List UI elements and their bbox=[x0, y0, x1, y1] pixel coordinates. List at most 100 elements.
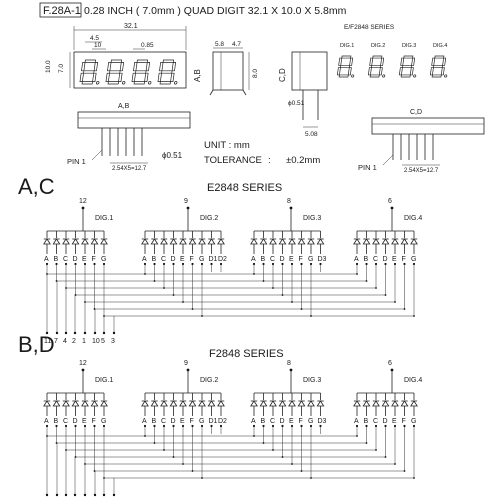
led-diode bbox=[250, 238, 258, 245]
led-diode bbox=[353, 238, 361, 245]
led-diode bbox=[353, 400, 361, 407]
segment-label: G bbox=[101, 256, 106, 263]
tolerance-colon: : bbox=[268, 155, 271, 166]
led-diode bbox=[269, 238, 277, 245]
series-digit bbox=[336, 55, 355, 78]
side-label-cd: C,D bbox=[278, 68, 287, 82]
dim-digit-height: 7.0 bbox=[58, 64, 65, 73]
segment-label: G bbox=[308, 256, 313, 263]
led-diode bbox=[179, 400, 187, 407]
segment-label: D2 bbox=[218, 418, 227, 425]
segment-label: B bbox=[54, 418, 59, 425]
segment-label: A bbox=[44, 418, 49, 425]
led-diode bbox=[169, 400, 178, 407]
digit-label: DIG.1 bbox=[95, 377, 113, 384]
part-code-box bbox=[39, 2, 82, 18]
led-diode bbox=[278, 238, 287, 245]
led-diode bbox=[160, 400, 168, 407]
led-diode bbox=[198, 238, 206, 245]
led-diode bbox=[307, 238, 315, 245]
led-diode bbox=[410, 400, 418, 407]
led-diode bbox=[259, 238, 268, 245]
segment-label: F bbox=[402, 256, 406, 263]
led-diode bbox=[372, 400, 380, 407]
digit-label: DIG.2 bbox=[200, 377, 218, 384]
segment-label: E bbox=[82, 418, 87, 425]
segment-label: A bbox=[251, 256, 256, 263]
dim-width: 32.1 bbox=[124, 23, 138, 30]
led-diode bbox=[71, 400, 80, 407]
side-depth: 5.8 bbox=[215, 41, 224, 48]
side-label-ab: A,B bbox=[193, 69, 202, 82]
segment-label: G bbox=[199, 256, 204, 263]
led-diode bbox=[207, 238, 216, 245]
led-diode bbox=[362, 238, 371, 245]
schematic-variant-ac: A,C bbox=[18, 174, 55, 199]
segment-label: C bbox=[373, 256, 378, 263]
segment-label: D bbox=[171, 418, 176, 425]
led-diode bbox=[259, 400, 268, 407]
pitch-label-cd: 2.54X5=12.7 bbox=[404, 168, 439, 174]
common-pin-label: 8 bbox=[287, 198, 291, 205]
schematic-bd: B,D F2848 SERIES 12DIG.19DIG.28DIG.36DIG… bbox=[18, 332, 422, 497]
pin-dia-small: ϕ0.51 bbox=[288, 100, 305, 107]
led-diode bbox=[316, 400, 325, 407]
segment-label: E bbox=[180, 418, 185, 425]
side-pin: 4.7 bbox=[232, 41, 241, 48]
led-diode bbox=[391, 238, 399, 245]
segment-label: A bbox=[251, 418, 256, 425]
bottom-pin-label: 7 bbox=[54, 338, 58, 345]
led-diode bbox=[278, 400, 287, 407]
series-label: E/F2848 SERIES bbox=[344, 24, 395, 31]
digit-label: DIG.3 bbox=[303, 377, 321, 384]
segment-label: E bbox=[82, 256, 87, 263]
segment-label: G bbox=[411, 256, 416, 263]
digit-label: DIG.1 bbox=[95, 215, 113, 222]
segment-label: D3 bbox=[318, 418, 327, 425]
led-diode bbox=[71, 238, 80, 245]
front-digit bbox=[131, 59, 152, 85]
led-diode bbox=[62, 238, 70, 245]
tolerance-value: ±0.2mm bbox=[286, 155, 320, 166]
front-digit bbox=[79, 59, 100, 85]
led-diode bbox=[141, 400, 149, 407]
segment-label: D3 bbox=[318, 256, 327, 263]
schematic-ac: A,C E2848 SERIES 12DIG.19DIG.28DIG.36DIG… bbox=[18, 174, 422, 345]
side-view-cd: C,D ϕ0.51 5.08 bbox=[278, 51, 328, 138]
segment-label: F bbox=[299, 418, 303, 425]
segment-label: B bbox=[261, 256, 266, 263]
common-pin-label: 12 bbox=[79, 198, 87, 205]
segment-label: B bbox=[54, 256, 59, 263]
segment-label: C bbox=[161, 418, 166, 425]
led-diode bbox=[90, 400, 99, 407]
bottom-pin-label: 10 bbox=[92, 338, 100, 345]
series-digit bbox=[398, 55, 417, 78]
led-diode bbox=[150, 400, 159, 407]
segment-label: D bbox=[280, 418, 285, 425]
led-diode bbox=[381, 238, 390, 245]
led-diode bbox=[288, 238, 296, 245]
bottom-pin-label: 5 bbox=[101, 338, 105, 345]
schematic-series-ac: E2848 SERIES bbox=[207, 182, 282, 194]
segment-label: B bbox=[152, 256, 157, 263]
led-diode bbox=[316, 238, 325, 245]
common-pin-label: 8 bbox=[287, 360, 291, 367]
segment-label: D bbox=[383, 256, 388, 263]
led-diode bbox=[188, 400, 197, 407]
segment-label: C bbox=[270, 256, 275, 263]
segment-label: D bbox=[73, 418, 78, 425]
led-diode bbox=[188, 238, 197, 245]
led-diode bbox=[307, 400, 315, 407]
segment-label: D bbox=[280, 256, 285, 263]
side-height: 8.0 bbox=[252, 69, 259, 78]
led-diode bbox=[217, 238, 225, 245]
part-description: 0.28 INCH ( 7.0mm ) QUAD DIGIT 32.1 X 10… bbox=[84, 5, 347, 17]
common-pin-label: 9 bbox=[184, 198, 188, 205]
unit-label: UNIT : mm bbox=[204, 140, 250, 151]
segment-label: C bbox=[270, 418, 275, 425]
common-pin-label: 9 bbox=[184, 360, 188, 367]
led-diode bbox=[52, 400, 61, 407]
segment-label: A bbox=[142, 256, 147, 263]
segment-label: E bbox=[392, 256, 397, 263]
